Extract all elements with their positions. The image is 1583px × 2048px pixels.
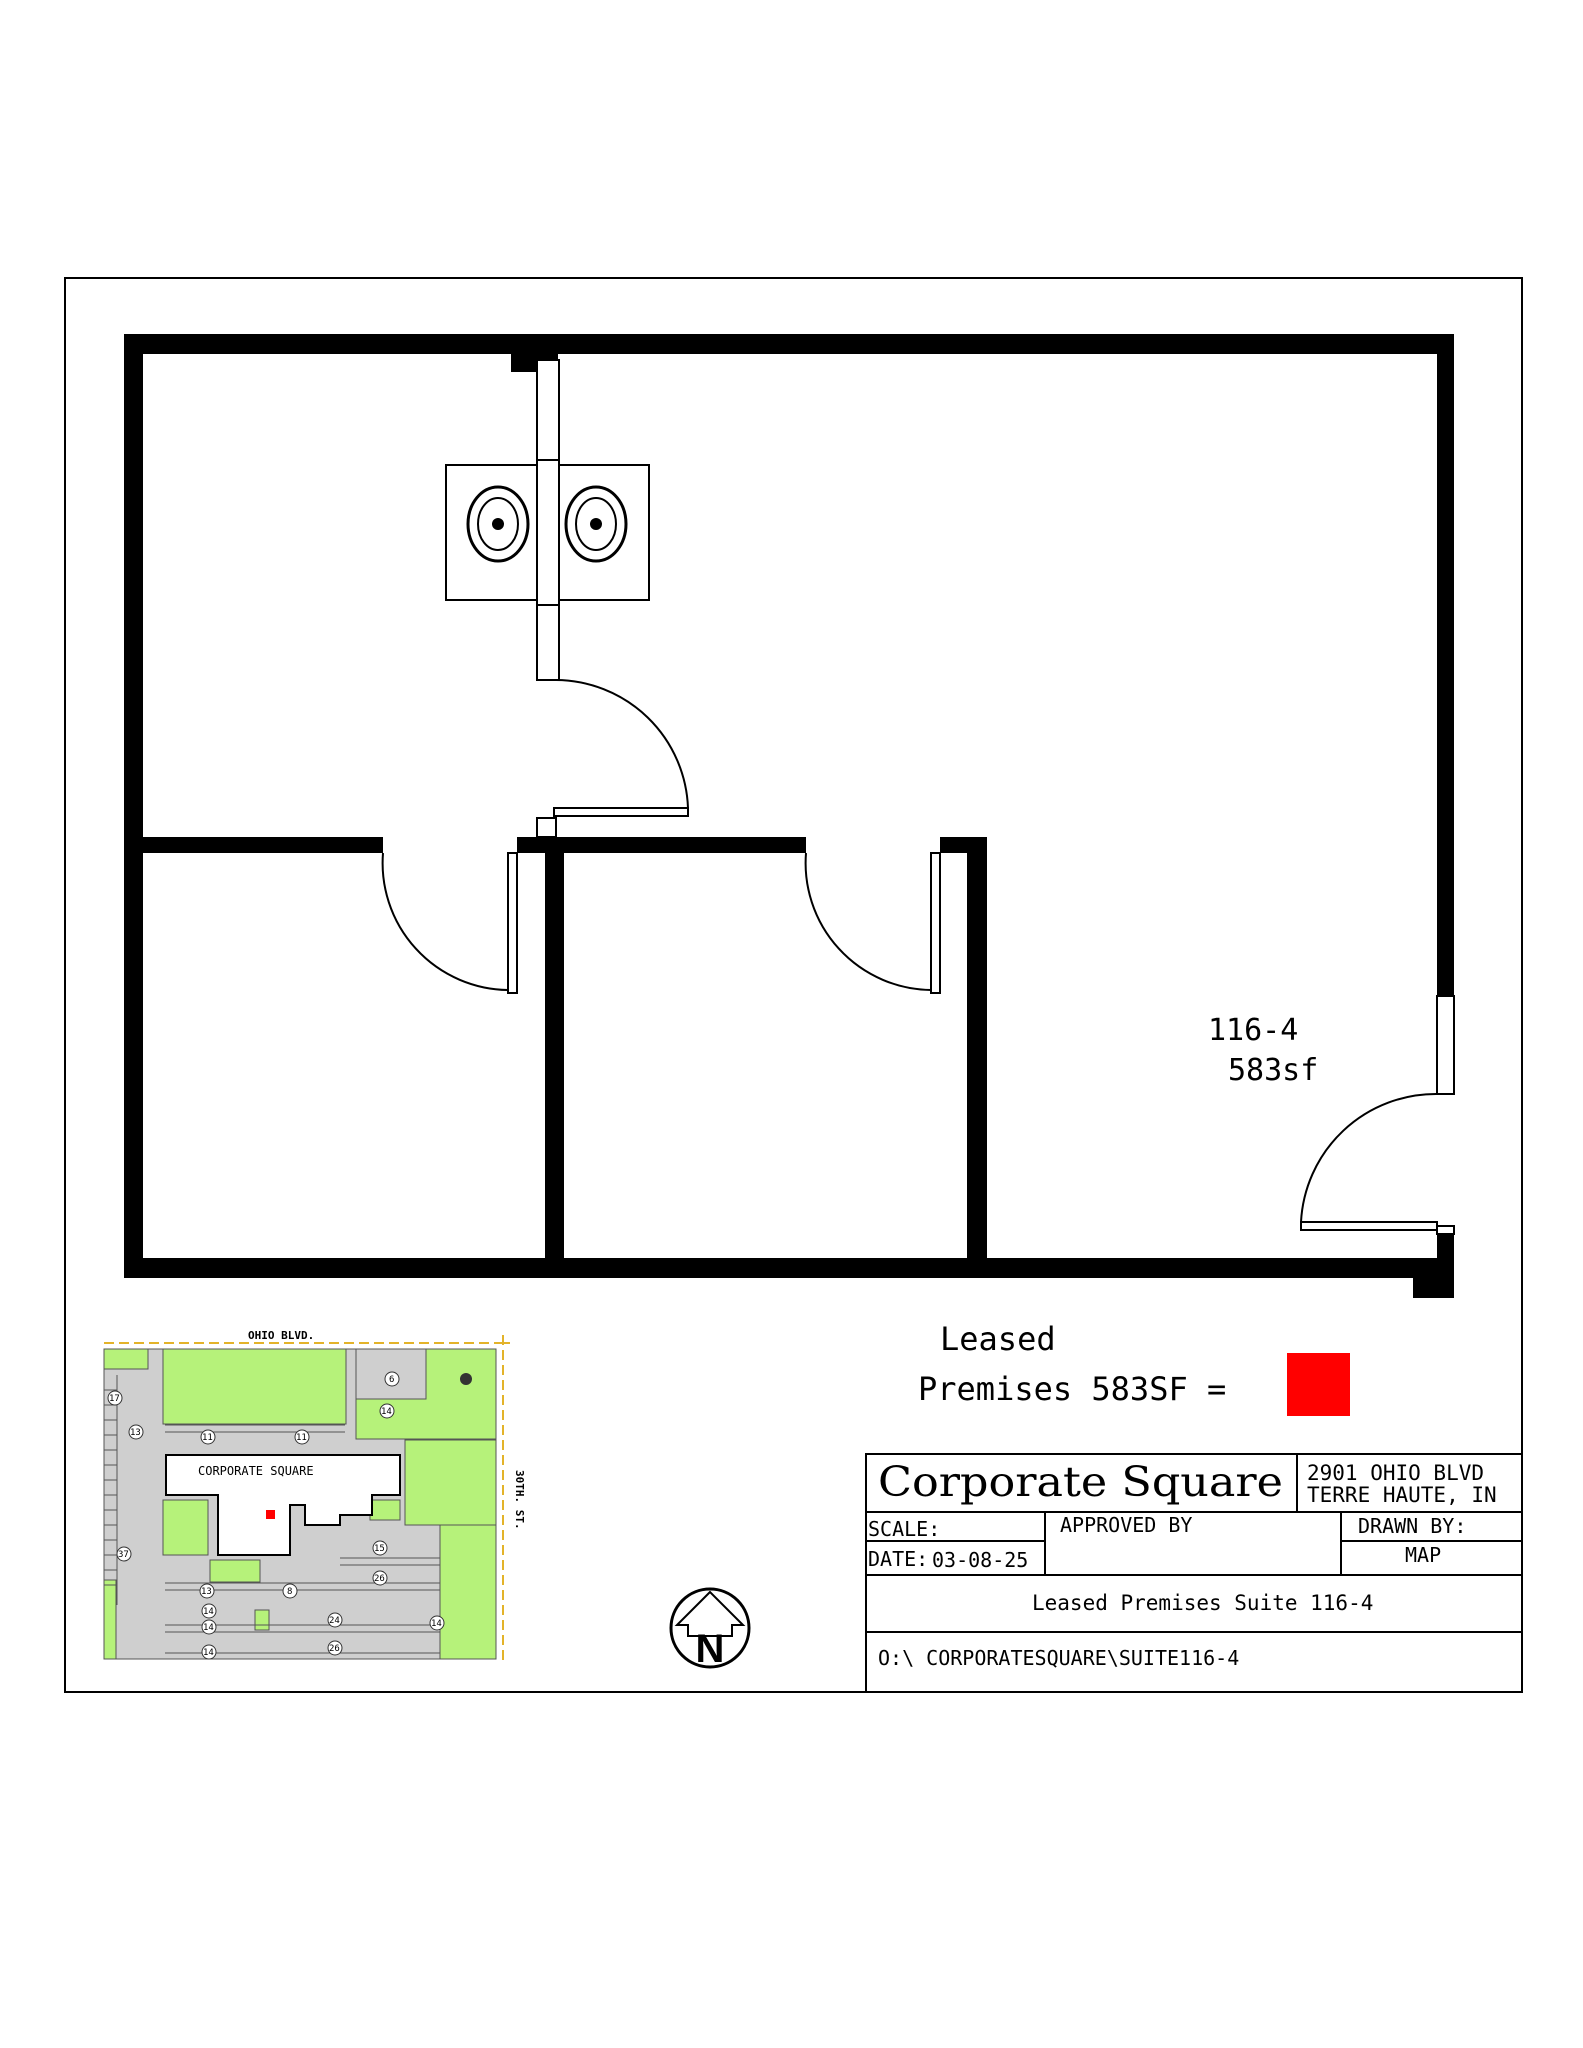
file-path: O:\ CORPORATESQUARE\SUITE116-4 <box>878 1646 1239 1670</box>
parking-count-11b: 11 <box>294 1429 310 1445</box>
doors <box>381 679 1455 1235</box>
svg-text:13: 13 <box>201 1587 212 1597</box>
parking-count-markers: 17 13 37 11 11 6 14 13 8 15 26 14 14 14 … <box>107 1371 445 1660</box>
date-label: DATE: <box>868 1547 928 1571</box>
site-highlight <box>266 1510 275 1519</box>
parking-count-17: 17 <box>107 1390 123 1406</box>
parking-count-8: 8 <box>282 1583 298 1599</box>
street-top-label: OHIO BLVD. <box>248 1329 314 1342</box>
legend-swatch <box>1287 1353 1350 1416</box>
door-office-1 <box>381 852 518 994</box>
legend-line-2: Premises 583SF = <box>918 1370 1226 1408</box>
svg-text:13: 13 <box>130 1428 141 1438</box>
parking-count-24: 24 <box>327 1612 343 1628</box>
site-grass <box>103 1348 497 1660</box>
svg-text:26: 26 <box>329 1644 340 1654</box>
door-restroom <box>536 679 689 838</box>
address-line-1: 2901 OHIO BLVD <box>1307 1461 1484 1485</box>
approved-label: APPROVED BY <box>1060 1513 1192 1537</box>
sink-counter <box>445 459 650 606</box>
parking-count-6: 6 <box>384 1371 400 1387</box>
parking-count-14d: 14 <box>201 1644 217 1660</box>
door-entry <box>1300 995 1455 1235</box>
parking-count-13b: 13 <box>199 1583 215 1599</box>
project-name: Corporate Square <box>878 1458 1283 1506</box>
svg-text:37: 37 <box>118 1550 129 1560</box>
parking-count-37: 37 <box>116 1546 132 1562</box>
wall-office-divider <box>545 837 564 1268</box>
drawing-description: Leased Premises Suite 116-4 <box>1032 1591 1373 1615</box>
drawn-label: DRAWN BY: <box>1358 1514 1466 1538</box>
svg-text:24: 24 <box>329 1616 340 1626</box>
floor-plan <box>124 334 1454 1298</box>
site-map: OHIO BLVD. 30TH. ST. <box>103 1329 526 1660</box>
svg-text:14: 14 <box>381 1407 392 1417</box>
svg-text:14: 14 <box>203 1648 214 1658</box>
parking-count-14c: 14 <box>201 1619 217 1635</box>
parking-count-14e: 14 <box>429 1615 445 1631</box>
date-value: 03-08-25 <box>932 1548 1028 1572</box>
sheet-border <box>64 277 1523 1693</box>
svg-text:17: 17 <box>109 1394 120 1404</box>
parking-count-13a: 13 <box>128 1424 144 1440</box>
north-arrow-letter: N <box>696 1627 725 1671</box>
svg-text:8: 8 <box>287 1587 292 1597</box>
scale-label: SCALE: <box>868 1517 940 1541</box>
parking-count-26a: 26 <box>372 1570 388 1586</box>
site-building-label: CORPORATE SQUARE <box>198 1464 314 1478</box>
parking-count-15: 15 <box>372 1540 388 1556</box>
svg-text:6: 6 <box>389 1375 394 1385</box>
wall-left <box>124 334 143 1278</box>
legend-line-1: Leased <box>940 1320 1056 1358</box>
svg-text:15: 15 <box>374 1544 385 1554</box>
svg-text:14: 14 <box>203 1607 214 1617</box>
wall-top <box>124 334 1454 354</box>
wall-corner-post <box>1413 1258 1454 1298</box>
svg-text:11: 11 <box>202 1433 213 1443</box>
site-building <box>165 1454 401 1556</box>
parking-count-14a: 14 <box>379 1403 395 1419</box>
suite-id: 116-4 <box>1208 1013 1298 1048</box>
parking-count-14b: 14 <box>201 1603 217 1619</box>
wall-office-right <box>967 837 987 1268</box>
street-right-label: 30TH. ST. <box>513 1470 526 1530</box>
drawn-value: MAP <box>1405 1543 1441 1567</box>
address-line-2: TERRE HAUTE, IN <box>1307 1483 1497 1507</box>
wall-right-upper <box>1437 334 1454 996</box>
sink-left-icon <box>466 485 530 563</box>
svg-text:14: 14 <box>431 1619 442 1629</box>
suite-area: 583sf <box>1228 1053 1318 1088</box>
site-feature-marker <box>460 1373 472 1385</box>
svg-text:26: 26 <box>374 1574 385 1584</box>
wall-bottom <box>124 1258 1454 1278</box>
title-block <box>865 1453 1523 1693</box>
svg-text:14: 14 <box>203 1623 214 1633</box>
svg-text:11: 11 <box>296 1433 307 1443</box>
wall-interior-mid <box>517 837 806 853</box>
wall-interior-left <box>143 837 383 853</box>
door-office-2 <box>804 852 941 994</box>
parking-count-26b: 26 <box>327 1640 343 1656</box>
north-arrow-icon: N <box>669 1587 751 1671</box>
sink-right-icon <box>564 485 628 563</box>
parking-count-11a: 11 <box>200 1429 216 1445</box>
